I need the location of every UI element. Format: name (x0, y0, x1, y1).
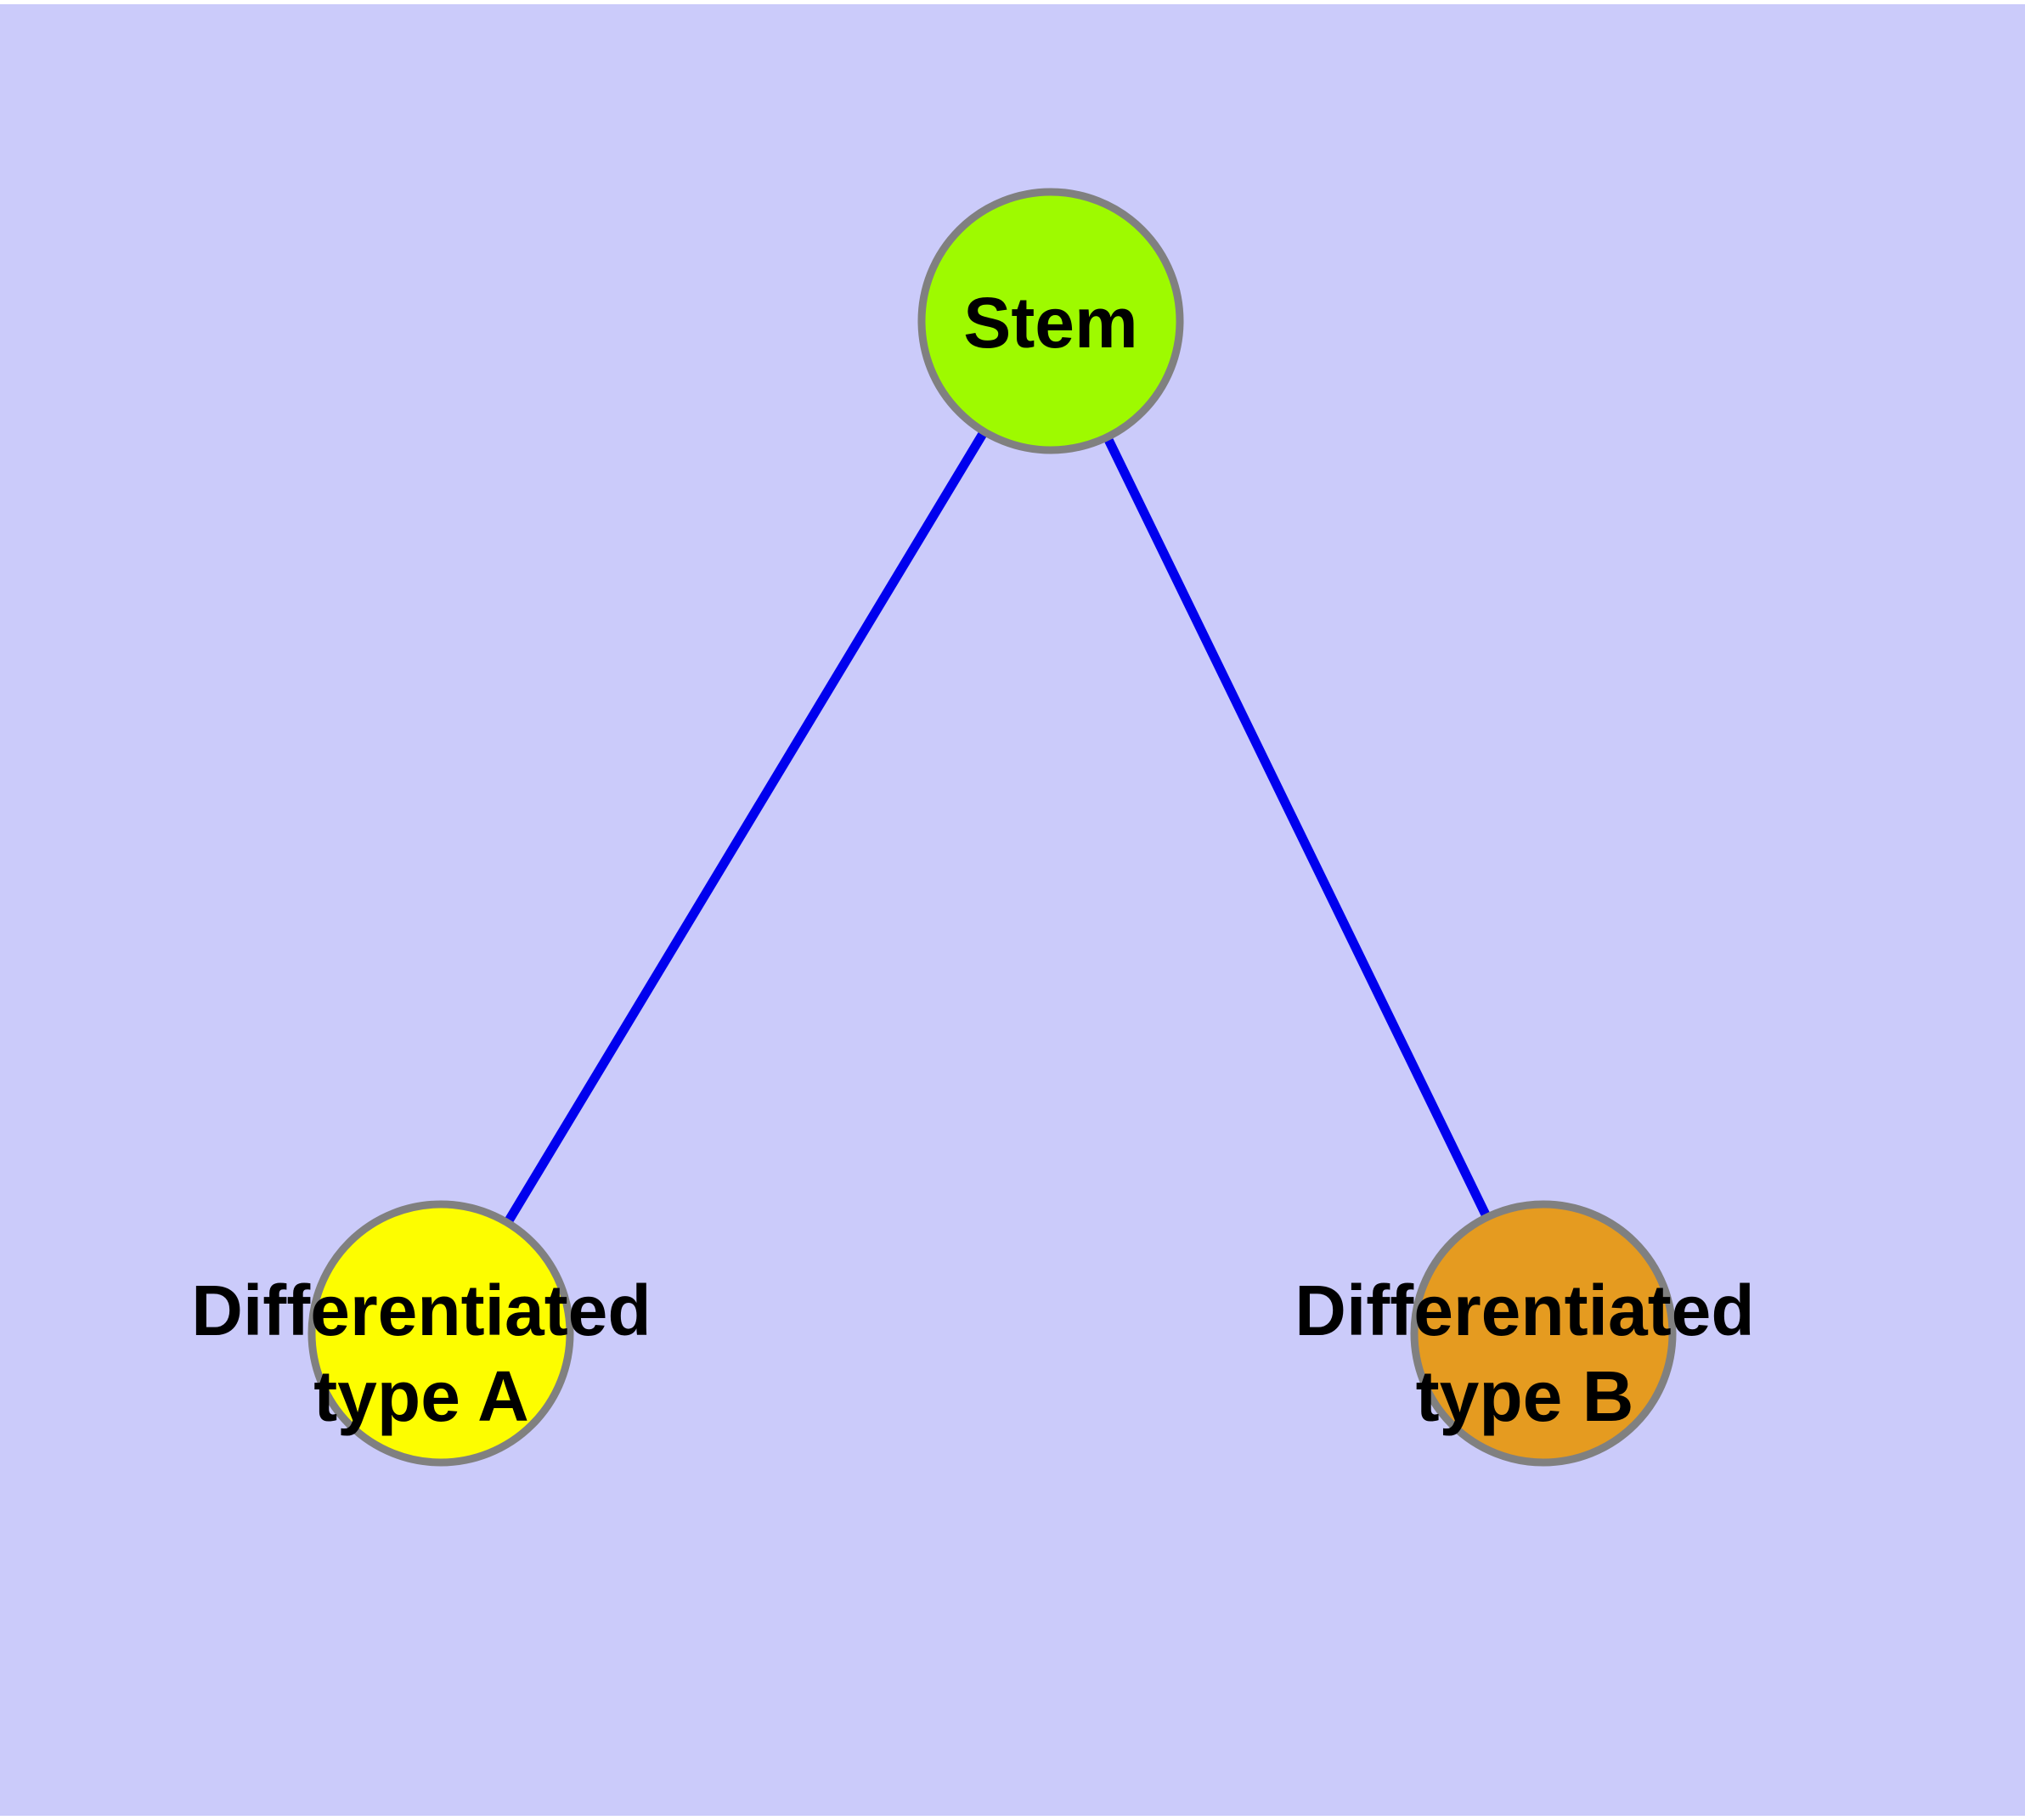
node-circle-diff-a[interactable] (307, 1200, 574, 1467)
node-label-diff-a-line2: type A (313, 1356, 529, 1436)
node-label-diff-a-line1: Differentiated (191, 1271, 651, 1350)
node-label-stem: Stem (963, 283, 1137, 363)
label-layer: Stem Differentiated type A Differentiate… (191, 283, 1754, 1436)
edge-stem-to-diff-a[interactable] (437, 318, 1055, 1336)
node-label-diff-b-line1: Differentiated (1295, 1271, 1754, 1350)
edge-layer (437, 318, 1548, 1336)
node-diff-b[interactable] (1410, 1200, 1677, 1467)
node-circle-diff-b[interactable] (1410, 1200, 1677, 1467)
edge-stem-to-diff-b[interactable] (1046, 318, 1548, 1336)
graph-svg: Stem Differentiated type A Differentiate… (191, 188, 1755, 1467)
node-circle-stem[interactable] (917, 188, 1184, 454)
node-stem[interactable] (917, 188, 1184, 454)
node-diff-a[interactable] (307, 1200, 574, 1467)
node-label-diff-b-line2: type B (1416, 1356, 1634, 1436)
